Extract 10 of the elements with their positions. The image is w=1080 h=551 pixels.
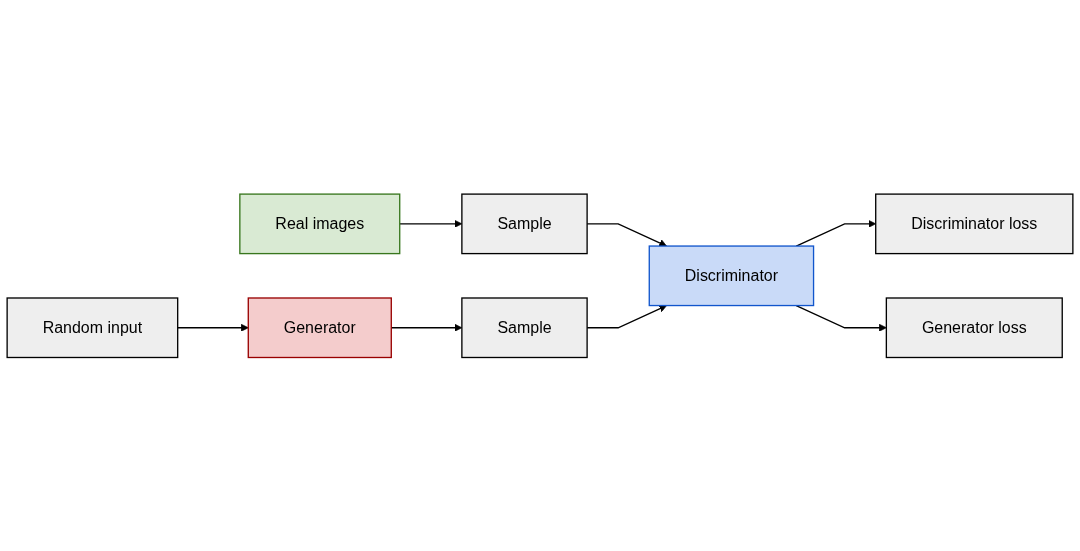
node-box: Generator [247,297,392,358]
arrow [795,304,887,332]
node-box: Discriminator [648,245,815,306]
node-box: Discriminator loss [875,193,1074,254]
node-box: Sample [461,193,588,254]
node-box: Random input [6,297,179,358]
node-box: Sample [461,297,588,358]
node-box: Generator loss [885,297,1063,358]
node-box: Real images [239,193,401,254]
arrow [177,323,249,332]
